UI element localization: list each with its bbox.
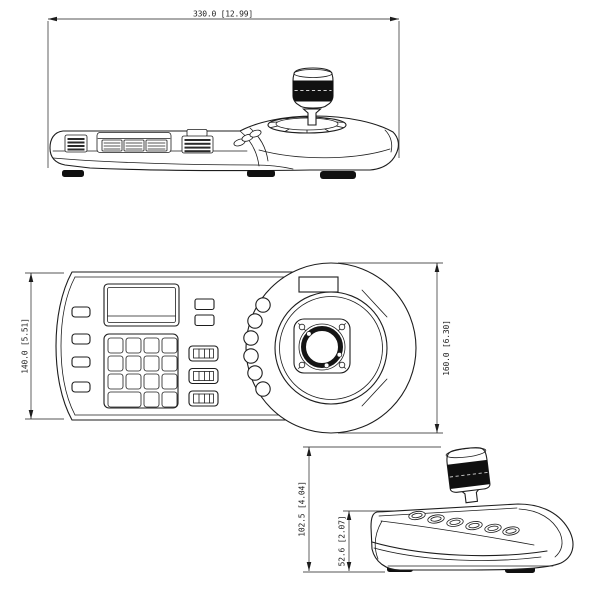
plan-height-dimension: 140.0 [5.51] <box>21 272 64 420</box>
band-dash-line <box>449 471 488 478</box>
mount-screws <box>298 323 346 369</box>
dimension-disc-label: 160.0 [6.30] <box>442 320 451 375</box>
function-button <box>71 306 91 318</box>
side-total-height-dimension: 102.5 [4.04] <box>298 446 441 573</box>
small-button <box>194 314 215 327</box>
dimension-height-label: 140.0 [5.51] <box>21 318 30 373</box>
function-button <box>71 333 91 345</box>
round-button <box>243 330 259 346</box>
screw <box>298 323 306 331</box>
plan-view: 140.0 [5.51] 160.0 [6.30] <box>21 262 451 434</box>
joystick-socket-ring <box>301 326 343 368</box>
keypad <box>103 333 179 409</box>
label-plate <box>298 276 339 293</box>
keypad-key <box>161 355 178 372</box>
round-button <box>247 313 263 329</box>
dimension-body-height-label: 52.6 [2.07] <box>338 516 347 567</box>
keypad-strip-edge <box>96 132 172 153</box>
screw <box>338 361 346 369</box>
front-width-dimension: 330.0 [12.99] <box>47 10 400 168</box>
joystick-stem <box>302 108 322 126</box>
round-button <box>243 348 259 364</box>
dimension-width-label: 330.0 [12.99] <box>193 10 253 19</box>
deck-seam <box>52 157 294 170</box>
function-button <box>71 381 91 393</box>
side-seam-lower <box>373 547 542 561</box>
lcd-screen <box>103 283 180 327</box>
rear-port-ovals <box>408 510 520 536</box>
right-small-buttons <box>194 298 215 327</box>
left-cap-seam <box>374 520 383 560</box>
arc-buttons <box>243 297 271 397</box>
dome-seam <box>239 130 260 167</box>
small-button <box>194 298 215 311</box>
screw <box>298 361 306 369</box>
foot <box>320 171 356 179</box>
side-view: 102.5 [4.04] 52.6 [2.07] <box>298 446 574 573</box>
keypad-key <box>107 373 124 390</box>
dome-skirt-line <box>258 148 391 159</box>
socket-screw <box>306 331 312 337</box>
dome-seam <box>249 127 269 162</box>
right-cap-line <box>384 129 393 153</box>
keypad-key <box>161 337 178 354</box>
keypad-key <box>125 373 142 390</box>
keypad-key <box>125 337 142 354</box>
collar-spokes <box>269 116 345 134</box>
side-joystick <box>445 447 491 504</box>
left-vent <box>64 134 88 153</box>
knob-grip-band <box>293 80 333 102</box>
top-ridge-inner <box>378 507 518 517</box>
facet-edge <box>361 378 388 407</box>
knob-top-face <box>293 69 333 78</box>
keypad-key <box>143 373 160 390</box>
foot <box>247 170 275 177</box>
keypad-key <box>107 337 124 354</box>
jog-keys <box>188 345 219 407</box>
keypad-key-wide <box>107 391 142 408</box>
plan-body-inner-edge <box>60 276 76 416</box>
front-joystick <box>267 67 347 134</box>
round-button <box>247 365 263 381</box>
keypad-key <box>107 355 124 372</box>
socket-screw <box>323 362 330 369</box>
right-cap-inner <box>518 508 563 558</box>
keypad-key <box>161 373 178 390</box>
screw <box>338 323 346 331</box>
round-button <box>255 297 271 313</box>
knob-top-face <box>445 447 487 459</box>
dome-ring-inner <box>279 296 383 400</box>
keypad-key <box>143 337 160 354</box>
side-seam <box>371 541 548 557</box>
socket-screw <box>336 351 343 358</box>
facet-edge <box>361 289 388 318</box>
left-function-buttons <box>71 306 91 393</box>
round-button <box>255 381 271 397</box>
front-feet <box>62 170 356 179</box>
dimension-total-height-label: 102.5 [4.04] <box>298 481 307 536</box>
slope-buttons <box>233 129 262 147</box>
front-view: 330.0 [12.99] <box>47 10 400 179</box>
plan-disc-dimension: 160.0 [6.30] <box>338 262 451 434</box>
keypad-key <box>143 391 160 408</box>
function-button <box>71 356 91 368</box>
foot <box>62 170 84 177</box>
jog-wheel-block <box>181 129 214 154</box>
top-face-front-edge <box>380 520 535 546</box>
button <box>249 129 262 138</box>
keypad-key <box>125 355 142 372</box>
keypad-key <box>143 355 160 372</box>
keypad-key <box>161 391 178 408</box>
joystick-collar-inner <box>275 117 339 131</box>
